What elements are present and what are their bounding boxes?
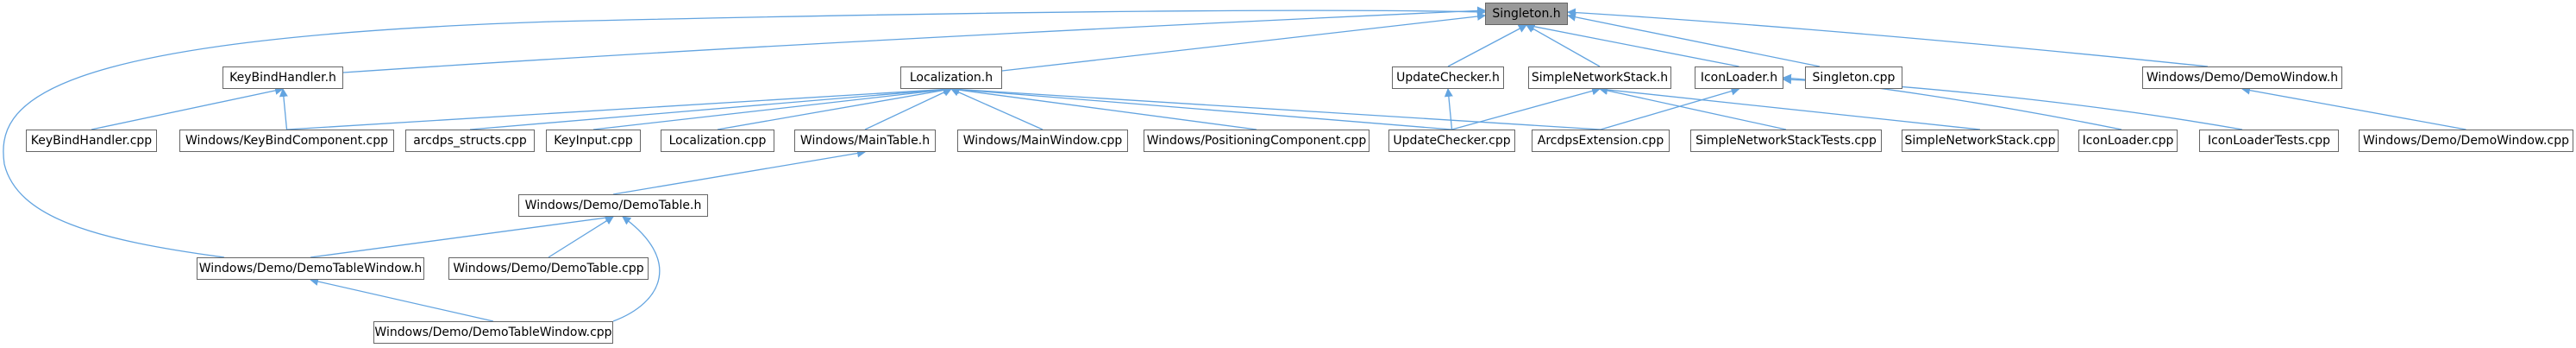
node-maintable-h[interactable]: Windows/MainTable.h <box>794 130 936 152</box>
node-keyinput-cpp[interactable]: KeyInput.cpp <box>546 130 641 152</box>
node-arcdpsextension-cpp[interactable]: ArcdpsExtension.cpp <box>1532 130 1670 152</box>
node-mainwindow-cpp[interactable]: Windows/MainWindow.cpp <box>957 130 1128 152</box>
edge-updatechecker_h-to-singleton_h <box>1447 24 1527 67</box>
node-keybindhandler-cpp[interactable]: KeyBindHandler.cpp <box>26 130 157 152</box>
node-singleton-h: Singleton.h <box>1485 3 1568 25</box>
edge-keybindcomponent_cpp-to-keybindhandler_h <box>279 88 288 130</box>
node-demotablewindow-h[interactable]: Windows/Demo/DemoTableWindow.h <box>197 257 424 280</box>
node-localization-cpp[interactable]: Localization.cpp <box>661 130 774 152</box>
edge-updatechecker_cpp-to-localization_h <box>950 85 1452 130</box>
node-updatechecker-h[interactable]: UpdateChecker.h <box>1392 66 1504 89</box>
node-demotable-h[interactable]: Windows/Demo/DemoTable.h <box>518 194 708 217</box>
edge-positioningcomponent_cpp-to-localization_h <box>950 85 1257 130</box>
edge-demotable_cpp-to-demotable_h <box>548 216 614 258</box>
edge-mainwindow_cpp-to-localization_h <box>950 88 1044 130</box>
edge-localization_cpp-to-localization_h <box>717 85 952 130</box>
edge-localization_h-to-singleton_h <box>1001 11 1486 72</box>
node-singleton-cpp[interactable]: Singleton.cpp <box>1805 66 1902 89</box>
edge-maintable_h-to-localization_h <box>864 88 952 130</box>
edge-arcdpsextension_cpp-to-iconloader_h <box>1600 86 1740 130</box>
edge-iconloader_h-to-singleton_h <box>1526 22 1739 67</box>
edge-arcdpsextension_cpp-to-localization_h <box>950 85 1601 130</box>
edge-arcdps_structs_cpp-to-localization_h <box>469 85 952 130</box>
edge-demotable_h-to-maintable_h <box>612 149 866 195</box>
edge-demotablewindow_h-to-demotable_h <box>310 213 614 258</box>
node-updatechecker-cpp[interactable]: UpdateChecker.cpp <box>1388 130 1515 152</box>
node-keybindhandler-h[interactable]: KeyBindHandler.h <box>223 66 343 89</box>
node-positioningcomponent-cpp[interactable]: Windows/PositioningComponent.cpp <box>1144 130 1369 152</box>
node-iconloader-h[interactable]: IconLoader.h <box>1695 66 1783 89</box>
edge-demotablewindow_cpp-to-demotable_h <box>612 216 661 322</box>
edge-simplenetworkstack_cpp-to-simplenetworkstack_h <box>1599 85 1981 130</box>
edge-demowindow_cpp-to-demowindow_h <box>2241 85 2466 130</box>
edge-simplenetworkstacktests_cpp-to-simplenetworkstack_h <box>1599 86 1787 130</box>
node-keybindcomponent-cpp[interactable]: Windows/KeyBindComponent.cpp <box>179 130 394 152</box>
node-simplenetworkstacktests-cpp[interactable]: SimpleNetworkStackTests.cpp <box>1690 130 1882 152</box>
node-simplenetworkstack-cpp[interactable]: SimpleNetworkStack.cpp <box>1902 130 2059 152</box>
edge-keybindcomponent_cpp-to-localization_h <box>286 85 952 130</box>
edge-demotablewindow_cpp-to-demotablewindow_h <box>310 277 494 322</box>
node-localization-h[interactable]: Localization.h <box>900 66 1002 89</box>
node-demowindow-h[interactable]: Windows/Demo/DemoWindow.h <box>2142 66 2342 89</box>
edge-keybindhandler_h-to-singleton_h <box>342 6 1486 73</box>
edge-keyinput_cpp-to-localization_h <box>592 85 952 130</box>
edge-keybindhandler_cpp-to-keybindhandler_h <box>91 85 284 130</box>
node-iconloadertests-cpp[interactable]: IconLoaderTests.cpp <box>2199 130 2339 152</box>
edge-singleton_cpp-to-singleton_h <box>1567 12 1821 67</box>
node-demotablewindow-cpp[interactable]: Windows/Demo/DemoTableWindow.cpp <box>373 321 613 344</box>
node-simplenetworkstack-h[interactable]: SimpleNetworkStack.h <box>1528 66 1671 89</box>
edge-updatechecker_cpp-to-updatechecker_h <box>1444 88 1453 130</box>
node-iconloader-cpp[interactable]: IconLoader.cpp <box>2078 130 2178 152</box>
node-arcdps-structs-cpp[interactable]: arcdps_structs.cpp <box>405 130 535 152</box>
edge-demowindow_h-to-singleton_h <box>1567 8 2209 67</box>
node-demowindow-cpp[interactable]: Windows/Demo/DemoWindow.cpp <box>2359 130 2573 152</box>
edge-simplenetworkstack_h-to-singleton_h <box>1526 24 1601 67</box>
edge-updatechecker_cpp-to-simplenetworkstack_h <box>1451 86 1601 130</box>
node-demotable-cpp[interactable]: Windows/Demo/DemoTable.cpp <box>448 257 649 280</box>
edge-demotablewindow_h-to-singleton_h <box>3 7 1486 258</box>
